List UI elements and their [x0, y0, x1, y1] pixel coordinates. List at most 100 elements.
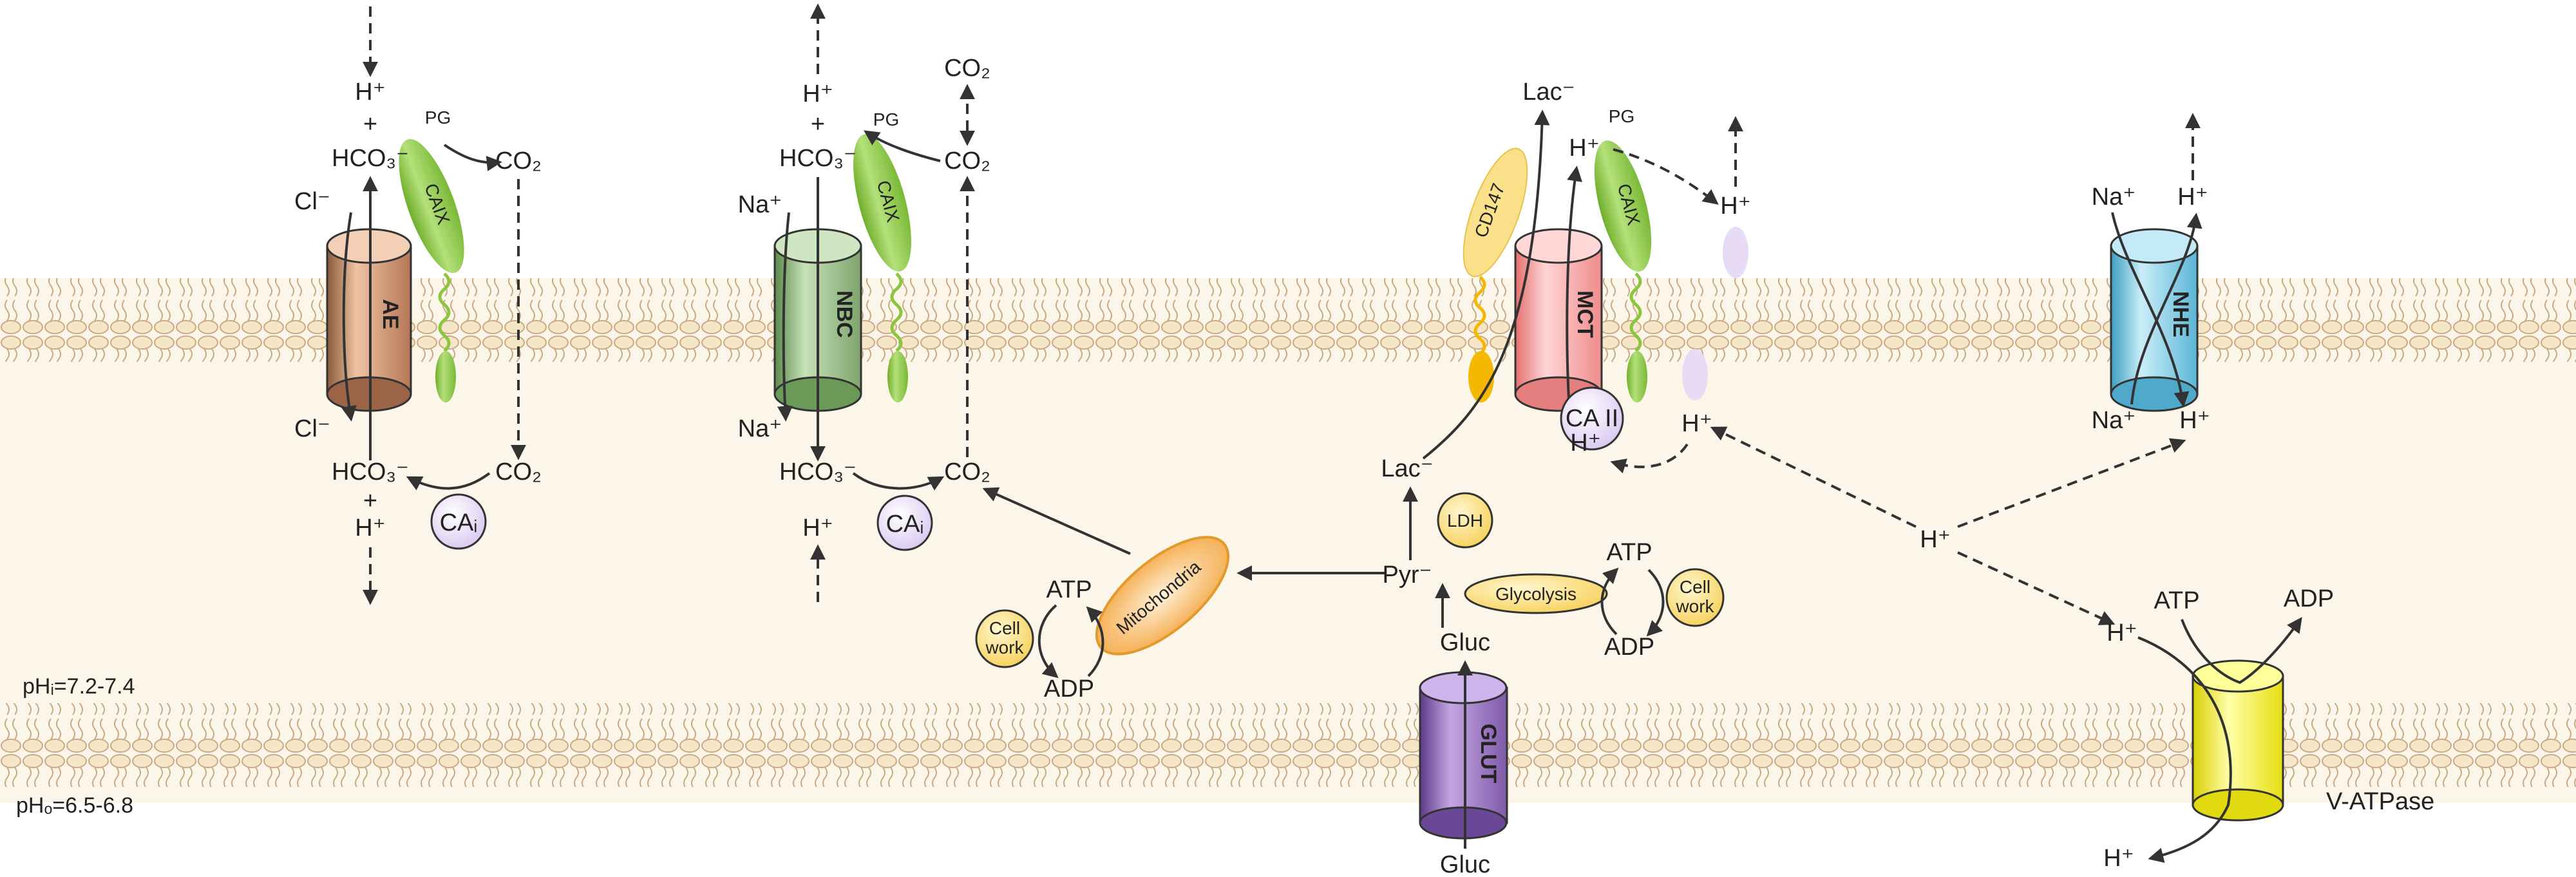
nhe-transporter: NHE [2110, 228, 2199, 412]
ae-cl-int: Cl⁻ [294, 415, 330, 442]
nhe-h-int: H⁺ [2179, 407, 2210, 434]
mct-h-caix-arrow [1613, 148, 1719, 205]
ae-cl-arrow [341, 212, 357, 422]
nbc-co2-int: CO₂ [944, 458, 990, 486]
mct-transporter: MCT [1514, 228, 1603, 412]
caii-h-arrow [1610, 443, 1689, 474]
mito-adp-atp-arrow [1086, 606, 1104, 677]
vatpase-adp: ADP [2284, 585, 2334, 612]
caix-mct: CAIX [1594, 140, 1652, 402]
cytoplasm-h-2: H⁺ [1920, 526, 1951, 553]
ae-caix-co2-arrow [443, 144, 502, 171]
nbc-hco3-int: HCO₃⁻ [779, 458, 857, 486]
nbc-plus-ext: + [811, 111, 825, 138]
ae-plus-int: + [363, 487, 377, 514]
glut-transporter: GLUT [1419, 671, 1508, 840]
cell-work-2: Cell work [1665, 568, 1725, 627]
gluc-ext: Gluc [1440, 851, 1490, 877]
pyr-label: Pyr⁻ [1382, 561, 1432, 589]
nhe-na-arrow [2111, 212, 2190, 408]
mito-co2-arrow [982, 487, 1131, 555]
bottom-membrane [0, 703, 2576, 787]
vatpase-h-int: H⁺ [2107, 619, 2137, 646]
nbc-h-int: H⁺ [802, 514, 833, 542]
mct-label: MCT [1573, 290, 1597, 338]
lac-ext: Lac⁻ [1522, 79, 1575, 106]
nhe-na-ext: Na⁺ [2092, 184, 2136, 211]
nhe-h-arrow [2130, 212, 2202, 405]
cell-work-1: Cell work [975, 609, 1034, 668]
glyco-atp-adp-arrow [1646, 569, 1665, 637]
nbc-na-int: Na⁺ [738, 415, 782, 442]
vatpase-atp-adp-arrow [2181, 617, 2302, 684]
caix-ae: CAIX [399, 138, 464, 402]
nbc-h-ext: H⁺ [802, 80, 833, 108]
ae-hco3-ext: HCO₃⁻ [332, 145, 409, 172]
mct-h-released: H⁺ [1720, 193, 1751, 220]
ae-label: AE [378, 299, 402, 329]
nhe-label: NHE [2168, 291, 2193, 337]
ae-h-ext: H⁺ [355, 79, 386, 106]
svg-text:work: work [985, 637, 1024, 657]
nbc-na-arrow [777, 212, 793, 422]
svg-text:Cell: Cell [989, 618, 1020, 638]
nhe-h-ext: H⁺ [2177, 184, 2208, 211]
ae-cl-ext: Cl⁻ [294, 188, 330, 215]
vatpase-h-arrow [2137, 636, 2232, 863]
ae-cai-arrow [406, 472, 491, 491]
caii-h: H⁺ [1570, 429, 1601, 457]
lac-export-arrow [1422, 109, 1550, 460]
pg-label-2: PG [873, 109, 899, 129]
mct-h-ext: H⁺ [1569, 135, 1600, 162]
glycolysis-node: Glycolysis [1464, 573, 1608, 614]
ae-hco3-int: HCO₃⁻ [332, 458, 409, 486]
nbc-hco3-ext: HCO₃⁻ [779, 145, 857, 172]
nbc-co2-caix-arrow [864, 130, 941, 162]
svg-text:CAᵢ: CAᵢ [886, 511, 924, 538]
h-to-nhe-arrow [1957, 438, 2186, 528]
nbc-na-ext: Na⁺ [738, 191, 782, 218]
mito-atp: ATP [1046, 576, 1092, 603]
gluc-int: Gluc [1440, 629, 1490, 656]
mito-atp-adp-arrow [1037, 604, 1059, 679]
cai-1: CAᵢ [430, 493, 487, 550]
h-to-mct-arrow [1710, 426, 1917, 528]
ae-plus-ext: + [363, 111, 377, 138]
nbc-co2-top: CO₂ [944, 55, 990, 82]
svg-text:CAᵢ: CAᵢ [440, 509, 478, 536]
lac-int: Lac⁻ [1381, 455, 1433, 482]
glyco-atp: ATP [1606, 539, 1652, 566]
vatpase-atp: ATP [2154, 587, 2199, 614]
ca-ii: CA II [1560, 386, 1624, 451]
svg-text:Glycolysis: Glycolysis [1495, 584, 1577, 604]
nbc-label: NBC [832, 290, 857, 338]
ae-h-int: H⁺ [355, 514, 386, 542]
glut-label: GLUT [1476, 724, 1501, 784]
cytoplasm-h-1: H⁺ [1681, 410, 1712, 437]
svg-text:LDH: LDH [1447, 511, 1483, 531]
caix-nbc: CAIX [853, 134, 911, 402]
proton-channel-top [1723, 227, 1748, 278]
svg-text:Cell: Cell [1680, 577, 1710, 597]
glyco-adp: ADP [1604, 634, 1654, 661]
cai-2: CAᵢ [876, 495, 933, 551]
pg-label-1: PG [425, 108, 451, 127]
vatpase-label: V-ATPase [2326, 788, 2434, 815]
vatpase-h-ext: H⁺ [2103, 845, 2134, 872]
proton-channel-bottom [1682, 349, 1708, 401]
ae-co2-ext: CO₂ [495, 147, 542, 174]
ph-extracellular-label: pHₒ=6.5-6.8 [16, 793, 133, 818]
nhe-na-int: Na⁺ [2092, 407, 2136, 434]
svg-text:work: work [1675, 596, 1714, 616]
vatpase-transporter [2192, 659, 2284, 822]
h-to-vatpase-arrow [1957, 551, 2116, 625]
ae-co2-int: CO₂ [495, 458, 542, 486]
glyco-adp-atp-arrow [1600, 567, 1619, 636]
mito-adp: ADP [1044, 675, 1094, 703]
ph-intracellular-label: pHᵢ=7.2-7.4 [23, 674, 135, 699]
svg-text:CA II: CA II [1566, 405, 1618, 432]
pg-label-3: PG [1609, 106, 1634, 126]
nbc-co2-ext: CO₂ [944, 147, 990, 174]
nbc-cai-arrow [852, 472, 945, 491]
